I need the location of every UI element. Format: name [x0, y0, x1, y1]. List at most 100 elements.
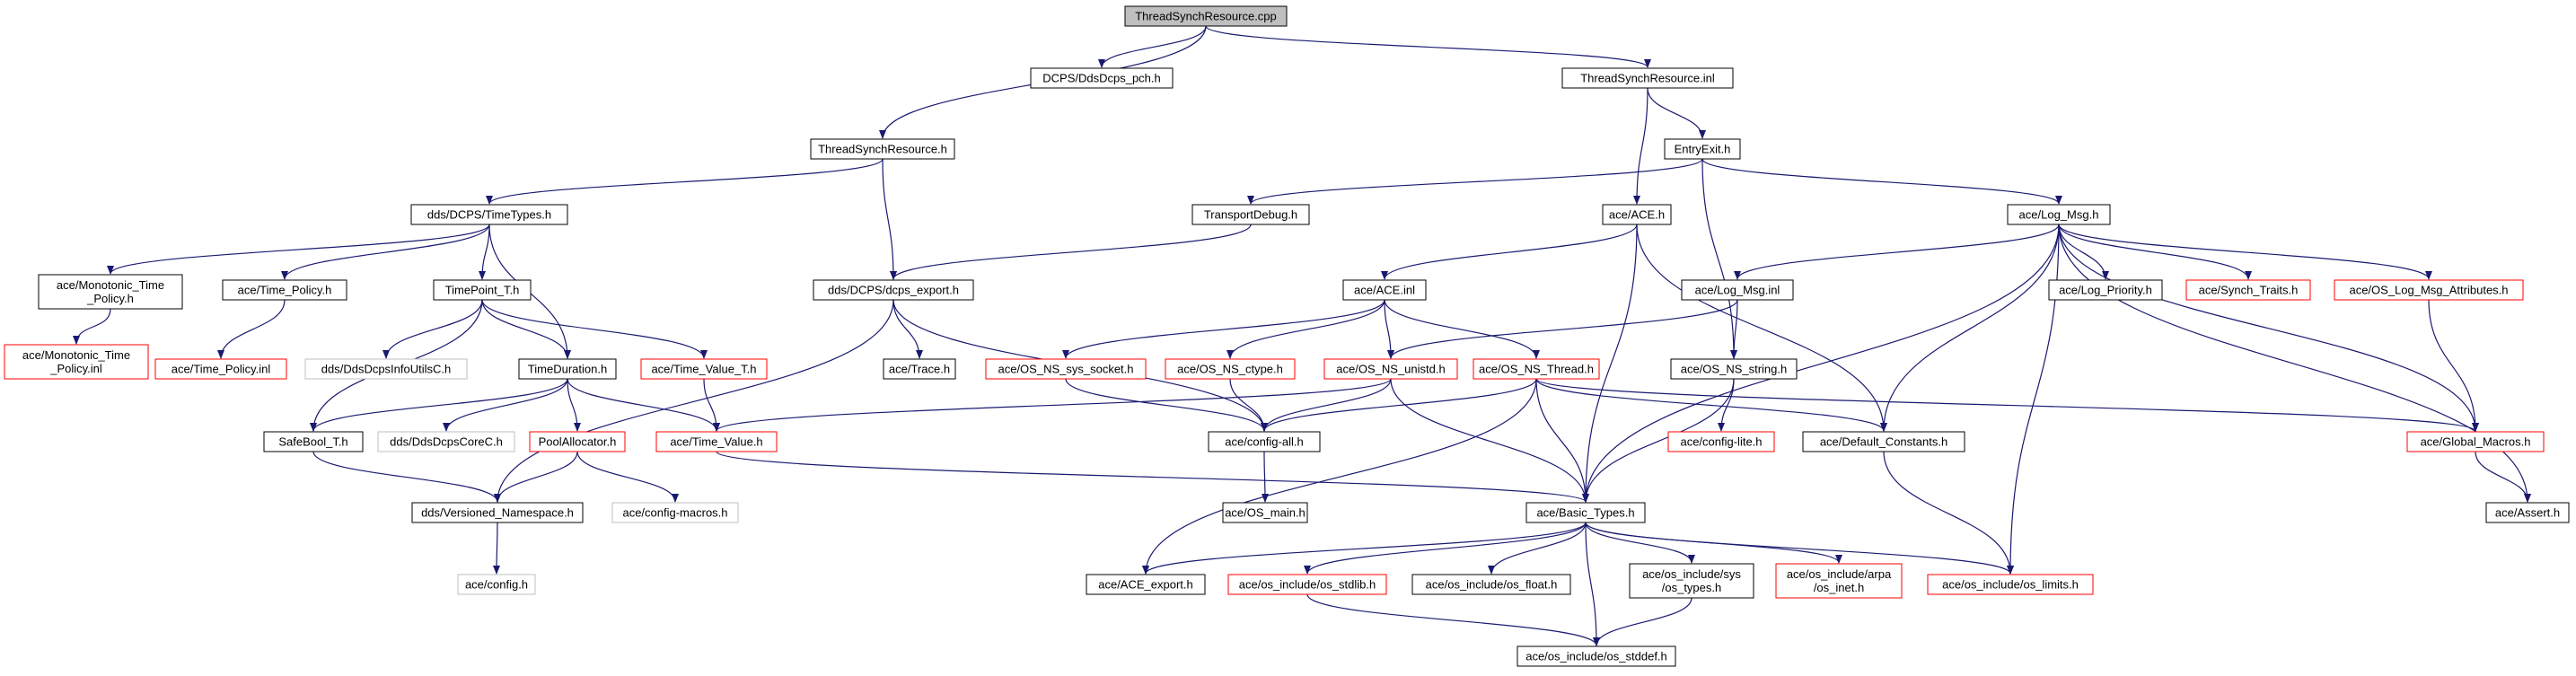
include-edge-ns_socket-to-configall — [1065, 378, 1268, 432]
file-node-ace-h[interactable]: ace/ACE.h — [1602, 204, 1672, 225]
file-node-label: ace/os_include/os_float.h — [1426, 578, 1558, 592]
file-node-configmacros[interactable]: ace/config-macros.h — [611, 502, 739, 523]
file-node-box — [1629, 563, 1754, 599]
include-edge-logmsg-to-defconst — [1880, 224, 2060, 432]
file-node-configall[interactable]: ace/config-all.h — [1208, 431, 1321, 452]
file-node-label: TimePoint_T.h — [445, 284, 520, 297]
file-node-inl-main[interactable]: ThreadSynchResource.inl — [1561, 67, 1734, 89]
file-node-osmain[interactable]: ace/OS_main.h — [1222, 502, 1308, 523]
include-edge-entryexit-to-logmsg — [1701, 158, 2062, 205]
file-node-entryexit[interactable]: EntryExit.h — [1664, 138, 1741, 160]
include-edge-stdlib-to-stddef — [1306, 593, 1600, 646]
file-node-logmsg[interactable]: ace/Log_Msg.h — [2007, 204, 2111, 225]
file-node-label: ace/Global_Macros.h — [2421, 435, 2531, 449]
file-node-trace[interactable]: ace/Trace.h — [883, 358, 956, 380]
file-node-timepolicy-inl[interactable]: ace/Time_Policy.inl — [154, 358, 287, 380]
file-node-globalmacros[interactable]: ace/Global_Macros.h — [2406, 431, 2545, 452]
file-node-box — [2406, 431, 2545, 452]
file-node-stdlib[interactable]: ace/os_include/os_stdlib.h — [1227, 574, 1387, 595]
file-node-label: ace/Basic_Types.h — [1536, 506, 1634, 520]
file-node-ns-thread[interactable]: ace/OS_NS_Thread.h — [1473, 358, 1600, 380]
include-edge-ace_h-to-defconst — [1636, 224, 1887, 432]
file-node-label: ace/OS_Log_Msg_Attributes.h — [2349, 284, 2508, 297]
file-node-timepolicy-h[interactable]: ace/Time_Policy.h — [222, 279, 347, 301]
file-node-box — [1208, 431, 1321, 452]
file-node-box — [518, 358, 617, 380]
file-node-versioned[interactable]: dds/Versioned_Namespace.h — [411, 502, 584, 523]
file-node-box — [883, 358, 956, 380]
file-node-label: ace/OS_NS_unistd.h — [1336, 363, 1445, 376]
file-node-ns-string[interactable]: ace/OS_NS_string.h — [1670, 358, 1798, 380]
file-node-mono-inl[interactable]: ace/Monotonic_Time_Policy.inl — [4, 344, 149, 380]
file-node-label: ace/os_include/os_stdlib.h — [1239, 578, 1376, 592]
file-node-label: ace/Time_Value_T.h — [651, 363, 756, 376]
file-node-oslimits[interactable]: ace/os_include/os_limits.h — [1927, 574, 2094, 595]
include-edge-timetypes-to-timepolicy_h — [281, 224, 490, 280]
file-node-box — [1561, 67, 1734, 89]
file-node-ace-inl[interactable]: ace/ACE.inl — [1342, 279, 1427, 301]
file-node-box — [810, 138, 955, 160]
file-node-synchtraits[interactable]: ace/Synch_Traits.h — [2185, 279, 2311, 301]
file-node-box — [411, 502, 584, 523]
include-edge-logmsg-to-synchtraits — [2058, 224, 2252, 280]
file-node-logpriority[interactable]: ace/Log_Priority.h — [2048, 279, 2163, 301]
include-edge-timeduration-to-ddscore — [443, 378, 568, 432]
file-node-timepoint[interactable]: TimePoint_T.h — [433, 279, 532, 301]
file-node-box — [1664, 138, 1741, 160]
include-edge-globalmacros-to-assert — [2475, 451, 2531, 503]
file-node-box — [2048, 279, 2163, 301]
file-node-configlite[interactable]: ace/config-lite.h — [1667, 431, 1775, 452]
file-node-ns-socket[interactable]: ace/OS_NS_sys_socket.h — [985, 358, 1147, 380]
file-node-dcps-export[interactable]: dds/DCPS/dcps_export.h — [813, 279, 974, 301]
file-node-aceexport[interactable]: ace/ACE_export.h — [1086, 574, 1206, 595]
file-node-osfloat[interactable]: ace/os_include/os_float.h — [1411, 574, 1571, 595]
file-node-ddsinfoutils[interactable]: dds/DdsDcpsInfoUtilsC.h — [304, 358, 468, 380]
file-node-stddef[interactable]: ace/os_include/os_stddef.h — [1517, 645, 1676, 667]
file-node-mono-h[interactable]: ace/Monotonic_Time_Policy.h — [38, 274, 183, 310]
file-node-oslogmsg[interactable]: ace/OS_Log_Msg_Attributes.h — [2334, 279, 2524, 301]
file-node-label: ThreadSynchResource.inl — [1580, 72, 1715, 85]
file-node-label: ace/config.h — [465, 578, 528, 592]
file-node-pch[interactable]: DCPS/DdsDcps_pch.h — [1030, 67, 1174, 89]
file-node-label: ace/ACE_export.h — [1098, 578, 1193, 592]
file-node-box — [1124, 5, 1288, 27]
include-edge-dcps_export-to-trace — [892, 299, 923, 359]
file-node-label: TransportDebug.h — [1204, 208, 1297, 222]
file-node-box — [1191, 204, 1310, 225]
include-edge-h_main-to-dcps_export — [882, 158, 897, 280]
file-node-label: ace/OS_main.h — [1225, 506, 1306, 520]
file-node-label: PoolAllocator.h — [539, 435, 617, 449]
file-node-basictypes[interactable]: ace/Basic_Types.h — [1525, 502, 1646, 523]
include-edge-timepoint-to-timevalue_t — [481, 299, 708, 359]
file-node-arpainet[interactable]: ace/os_include/arpa/os_inet.h — [1775, 563, 1903, 599]
file-node-assert[interactable]: ace/Assert.h — [2485, 502, 2570, 523]
file-node-timevalue[interactable]: ace/Time_Value.h — [655, 431, 778, 452]
file-node-timetypes[interactable]: dds/DCPS/TimeTypes.h — [410, 204, 568, 225]
file-node-ddscore[interactable]: dds/DdsDcpsCoreC.h — [377, 431, 515, 452]
file-node-box — [304, 358, 468, 380]
file-node-defconst[interactable]: ace/Default_Constants.h — [1802, 431, 1965, 452]
file-node-label: ace/Time_Policy.inl — [171, 363, 271, 376]
include-edge-poolalloc-to-configmacros — [576, 451, 679, 503]
file-node-ns-unistd[interactable]: ace/OS_NS_unistd.h — [1323, 358, 1458, 380]
file-node-poolalloc[interactable]: PoolAllocator.h — [529, 431, 626, 452]
file-node-systypes[interactable]: ace/os_include/sys/os_types.h — [1629, 563, 1754, 599]
file-node-config[interactable]: ace/config.h — [457, 574, 536, 595]
file-node-timeduration[interactable]: TimeDuration.h — [518, 358, 617, 380]
file-node-timevalue-t[interactable]: ace/Time_Value_T.h — [640, 358, 768, 380]
file-node-h-main[interactable]: ThreadSynchResource.h — [810, 138, 955, 160]
include-edge-ns_string-to-basictypes — [1582, 378, 1735, 503]
file-node-logmsg-inl[interactable]: ace/Log_Msg.inl — [1681, 279, 1794, 301]
include-edge-logmsg-to-globalmacros — [2058, 224, 2479, 432]
file-node-label: ace/os_include/arpa — [1787, 567, 1892, 581]
include-edge-ace_inl-to-ns_ctype — [1226, 299, 1385, 359]
include-edge-logmsg_inl-to-ns_unistd — [1387, 299, 1738, 359]
include-edge-logmsg_inl-to-ns_string — [1730, 299, 1738, 359]
file-node-ns-ctype[interactable]: ace/OS_NS_ctype.h — [1165, 358, 1296, 380]
file-node-label: ace/os_include/sys — [1642, 567, 1741, 581]
file-node-safebool[interactable]: SafeBool_T.h — [263, 431, 364, 452]
file-node-label: ace/Log_Msg.h — [2019, 208, 2099, 222]
include-edge-ns_thread-to-globalmacros — [1535, 378, 2479, 432]
file-node-transportdebug[interactable]: TransportDebug.h — [1191, 204, 1310, 225]
